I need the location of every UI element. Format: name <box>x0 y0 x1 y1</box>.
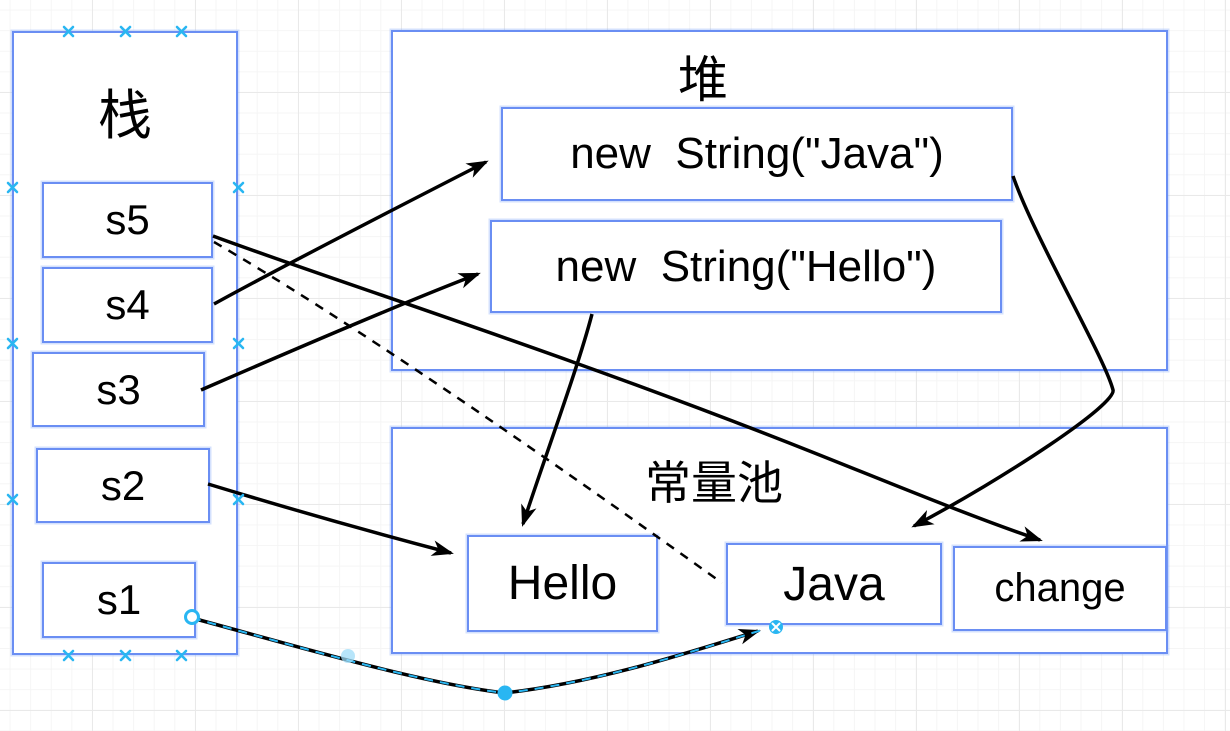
stack-container-label: 栈 <box>98 84 152 147</box>
pool-literal-change[interactable]: change <box>953 546 1167 631</box>
stack-var-s5[interactable]: s5 <box>42 182 213 258</box>
stack-var-s4[interactable]: s4 <box>42 267 213 343</box>
edge-virtual-waypoint-handle[interactable] <box>341 649 355 663</box>
stack-var-s3[interactable]: s3 <box>32 352 205 427</box>
stack-var-s1-label: s1 <box>96 576 142 623</box>
stack-var-s3-label: s3 <box>96 365 141 413</box>
stack-var-s2[interactable]: s2 <box>36 448 210 523</box>
heap-container-label: 堆 <box>678 51 728 109</box>
stack-var-s2-label: s2 <box>100 461 146 509</box>
pool-literal-hello[interactable]: Hello <box>467 535 658 632</box>
constant-pool-container-label: 常量池 <box>645 456 783 510</box>
heap-object-new-string-hello[interactable]: new String("Hello") <box>490 220 1002 313</box>
heap-object-new-string-java[interactable]: new String("Java") <box>501 107 1013 201</box>
heap-object-new-string-java-label: new String("Java") <box>570 129 944 178</box>
edge-waypoint-handle[interactable] <box>497 685 513 701</box>
pool-literal-change-label: change <box>994 566 1126 610</box>
pool-literal-java[interactable]: Java <box>726 543 942 625</box>
pool-literal-hello-label: Hello <box>507 557 618 610</box>
stack-var-s1[interactable]: s1 <box>42 562 196 638</box>
heap-object-new-string-hello-label: new String("Hello") <box>555 241 937 291</box>
stack-var-s4-label: s4 <box>105 281 150 328</box>
pool-literal-java-label: Java <box>783 557 885 611</box>
stack-var-s5-label: s5 <box>105 196 150 243</box>
